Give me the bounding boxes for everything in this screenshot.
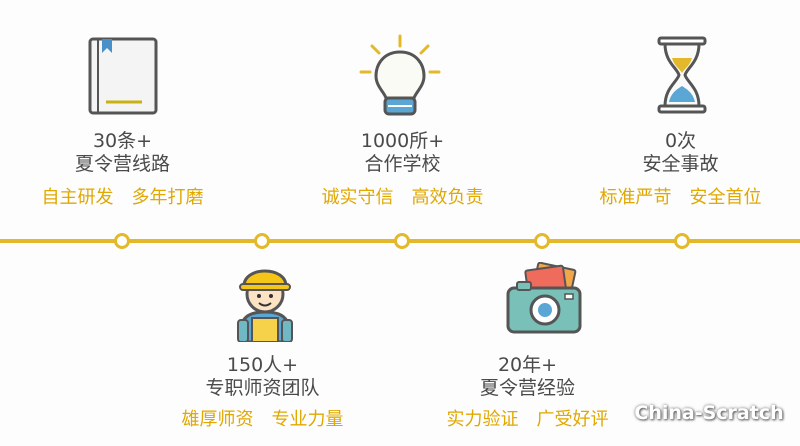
stat-tag: 广受好评: [536, 409, 609, 430]
stat-label: 专职师资团队: [205, 377, 320, 399]
stat-teachers: 150人+ 专职师资团队 雄厚师资专业力量: [150, 354, 375, 431]
stat-tags: 实力验证广受好评: [415, 409, 640, 431]
lightbulb-icon: [359, 34, 441, 116]
timeline-dot: [254, 233, 270, 249]
stat-number: 1000所+: [360, 130, 445, 152]
stat-number: 150人+: [226, 354, 299, 376]
stat-tag: 多年打磨: [131, 187, 204, 208]
stat-label: 安全事故: [642, 153, 719, 175]
stat-tags: 诚实守信高效负责: [290, 187, 515, 209]
stat-tag: 安全首位: [689, 187, 762, 208]
stat-tag: 雄厚师资: [181, 409, 254, 430]
stat-experience: 20年+ 夏令营经验 实力验证广受好评: [415, 354, 640, 431]
timeline-dot: [114, 233, 130, 249]
stat-tags: 雄厚师资专业力量: [150, 409, 375, 431]
hourglass-icon: [657, 36, 707, 114]
timeline-dot: [674, 233, 690, 249]
timeline-dot: [394, 233, 410, 249]
stat-tags: 自主研发多年打磨: [10, 187, 235, 209]
stat-number: 30条+: [92, 130, 153, 152]
stat-number: 20年+: [497, 354, 558, 376]
stat-accidents: 0次 安全事故 标准严苛安全首位: [568, 130, 793, 209]
stat-tag: 诚实守信: [321, 187, 394, 208]
book-icon: [88, 37, 158, 115]
stat-tag: 实力验证: [446, 409, 519, 430]
stat-number: 0次: [664, 130, 697, 152]
stat-label: 夏令营经验: [479, 377, 575, 399]
teacher-icon: [237, 269, 293, 342]
stat-label: 合作学校: [364, 153, 441, 175]
stat-tag: 高效负责: [411, 187, 484, 208]
stat-routes: 30条+ 夏令营线路 自主研发多年打磨: [10, 130, 235, 209]
timeline-dot: [534, 233, 550, 249]
stat-label: 夏令营线路: [74, 153, 170, 175]
stat-tags: 标准严苛安全首位: [568, 187, 793, 209]
watermark: China-Scratch: [634, 402, 784, 424]
stat-tag: 专业力量: [271, 409, 344, 430]
stat-tag: 自主研发: [41, 187, 114, 208]
stat-schools: 1000所+ 合作学校 诚实守信高效负责: [290, 130, 515, 209]
stat-tag: 标准严苛: [599, 187, 672, 208]
camera-icon: [506, 262, 582, 334]
